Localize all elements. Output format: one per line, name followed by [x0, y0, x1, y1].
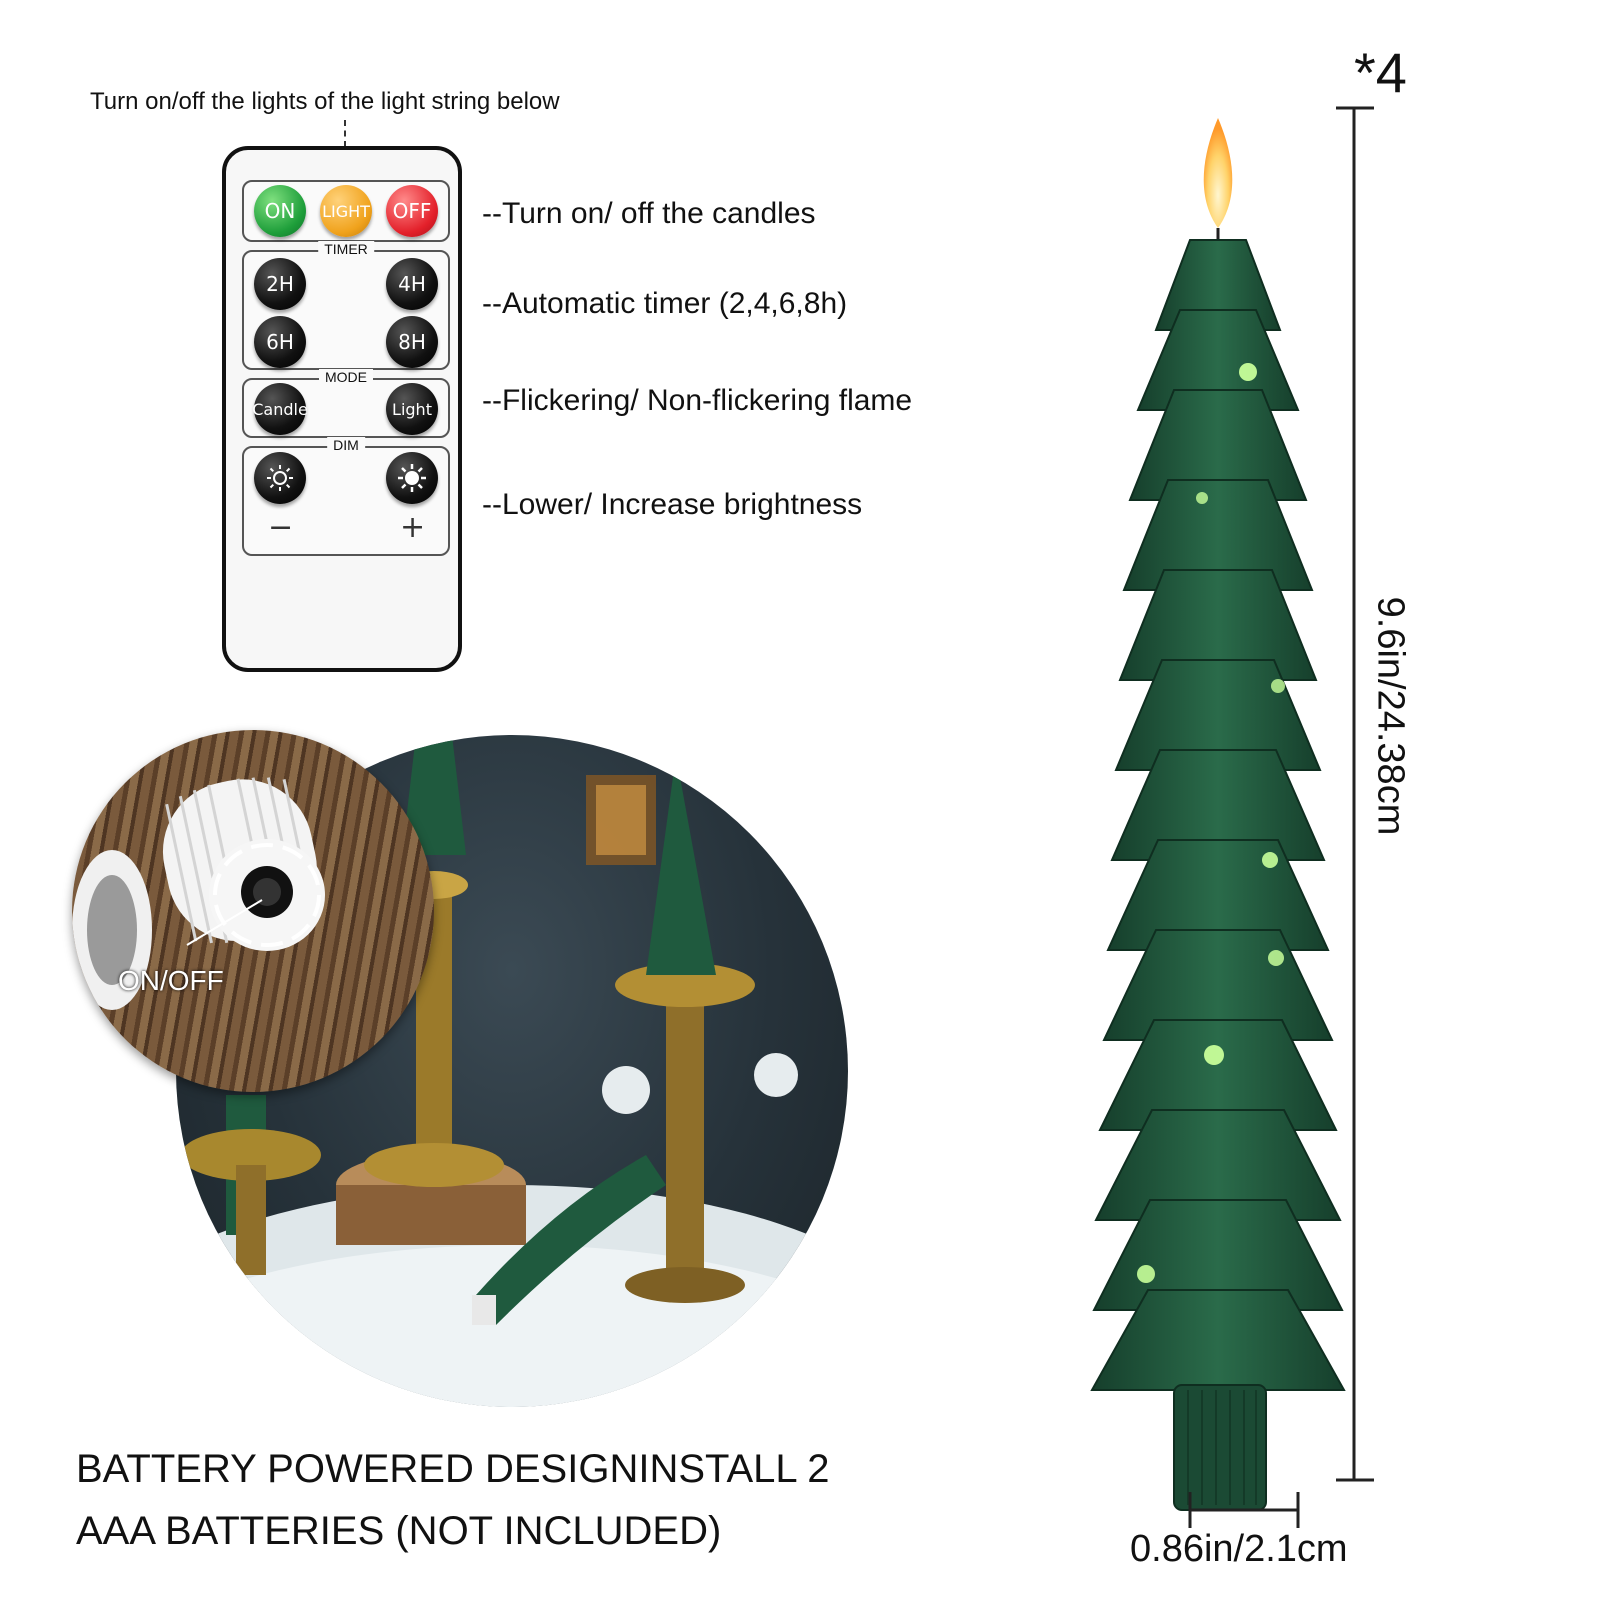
- power-panel: ON LIGHT OFF: [242, 180, 450, 242]
- annotation-mode: --Flickering/ Non-flickering flame: [482, 384, 913, 417]
- width-dimension-label: 0.86in/2.1cm: [1130, 1528, 1348, 1570]
- sun-bright-icon: [398, 464, 426, 492]
- remote-control: ON LIGHT OFF TIMER 2H 4H 6H 8H MODE Cand…: [222, 146, 462, 672]
- quantity-label: *4: [1354, 41, 1407, 104]
- onoff-switch-label: ON/OFF: [118, 965, 224, 996]
- dim-increase-button[interactable]: [386, 452, 438, 504]
- led-lights: [1137, 363, 1285, 1283]
- annotation-dim: --Lower/ Increase brightness: [482, 488, 863, 521]
- dim-minus-label: −: [268, 510, 294, 545]
- battery-info: BATTERY POWERED DESIGNINSTALL 2 AAA BATT…: [76, 1438, 896, 1562]
- off-button[interactable]: OFF: [386, 185, 438, 237]
- annotation-timer: --Automatic timer (2,4,6,8h): [482, 287, 848, 320]
- battery-line-2: AAA BATTERIES (NOT INCLUDED): [76, 1509, 722, 1553]
- switch-closeup-photo: [72, 730, 434, 1092]
- remote-caption: Turn on/off the lights of the light stri…: [90, 88, 560, 115]
- height-dimension-label: 9.6in/24.38cm: [1369, 596, 1412, 836]
- timer-title: TIMER: [318, 241, 374, 257]
- on-button[interactable]: ON: [254, 185, 306, 237]
- tree-candle-illustration: [1090, 118, 1346, 1511]
- timer-6h-button[interactable]: 6H: [254, 316, 306, 368]
- light-button[interactable]: LIGHT: [320, 185, 372, 237]
- timer-panel: TIMER 2H 4H 6H 8H: [242, 241, 450, 370]
- caption-leader-line: [344, 120, 346, 168]
- light-mode-button[interactable]: Light: [386, 383, 438, 435]
- mode-title: MODE: [319, 369, 373, 385]
- candle-mode-button[interactable]: Candle: [252, 383, 308, 435]
- timer-4h-button[interactable]: 4H: [386, 258, 438, 310]
- flame-icon: [1203, 118, 1233, 228]
- switch-illustration: [72, 777, 325, 1010]
- timer-8h-button[interactable]: 8H: [386, 316, 438, 368]
- dim-title: DIM: [327, 437, 365, 453]
- timer-2h-button[interactable]: 2H: [254, 258, 306, 310]
- dim-plus-label: +: [400, 510, 426, 545]
- dimension-lines: [1188, 106, 1374, 1528]
- sun-dim-icon: [267, 465, 293, 491]
- mode-panel: MODE Candle Light: [242, 369, 450, 438]
- dim-panel: DIM −: [242, 437, 450, 556]
- dim-lower-button[interactable]: [254, 452, 306, 504]
- battery-line-1: BATTERY POWERED DESIGNINSTALL 2: [76, 1447, 830, 1491]
- annotation-onoff: --Turn on/ off the candles: [482, 197, 816, 230]
